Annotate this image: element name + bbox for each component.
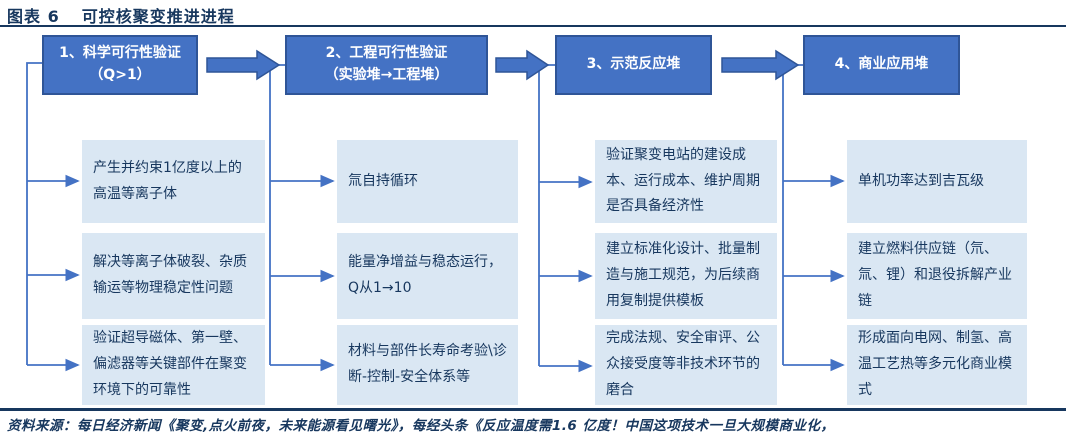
footer-rule bbox=[0, 408, 1066, 411]
figure-label: 图表 6 bbox=[7, 7, 60, 26]
stage-1-item-3-text: 验证超导磁体、第一壁、偏滤器等关键部件在聚变环境下的可靠性 bbox=[93, 330, 247, 398]
stage-header-2-line1: 2、工程可行性验证 bbox=[325, 45, 448, 62]
stage-header-1-line2: （Q>1） bbox=[89, 67, 151, 83]
stage-3-item-1-text: 验证聚变电站的建设成本、运行成本、维护周期是否具备经济性 bbox=[606, 146, 760, 215]
stage-2-item-2: 能量净增益与稳态运行，Q从1→10 bbox=[337, 233, 518, 319]
stage-header-2: 2、工程可行性验证 （实验堆→工程堆） bbox=[285, 35, 488, 95]
stage-3-item-2: 建立标准化设计、批量制造与施工规范，为后续商用复制提供模板 bbox=[595, 233, 777, 319]
stage-3-item-3: 完成法规、安全审评、公众接受度等非技术环节的磨合 bbox=[595, 325, 777, 405]
branch-tree-stage-1 bbox=[26, 62, 80, 372]
stage-4-item-3: 形成面向电网、制氢、高温工艺热等多元化商业模式 bbox=[847, 325, 1027, 405]
stage-1-item-1-text: 产生并约束1亿度以上的高温等离子体 bbox=[93, 159, 242, 202]
stage-4-item-1-text: 单机功率达到吉瓦级 bbox=[858, 172, 984, 189]
stage-4-item-3-text: 形成面向电网、制氢、高温工艺热等多元化商业模式 bbox=[858, 330, 1012, 398]
stage-header-3: 3、示范反应堆 bbox=[555, 35, 712, 95]
title-underline bbox=[0, 25, 1066, 27]
stage-flow-arrow-3 bbox=[721, 49, 800, 81]
stage-4-item-1: 单机功率达到吉瓦级 bbox=[847, 140, 1027, 223]
stage-2-item-3: 材料与部件长寿命考验\诊断-控制-安全体系等 bbox=[337, 325, 518, 405]
figure-title: 图表 6 可控核聚变推进进程 bbox=[7, 3, 235, 27]
stage-header-1: 1、科学可行性验证 （Q>1） bbox=[42, 35, 198, 95]
stage-4-item-2-text: 建立燃料供应链（氘、氚、锂）和退役拆解产业链 bbox=[858, 241, 1012, 309]
stage-1-item-1: 产生并约束1亿度以上的高温等离子体 bbox=[82, 140, 265, 223]
figure-title-text: 可控核聚变推进进程 bbox=[81, 7, 235, 26]
stage-2-item-2-text: 能量净增益与稳态运行，Q从1→10 bbox=[348, 254, 502, 296]
branch-tree-stage-3 bbox=[538, 64, 593, 373]
stage-flow-arrow-1 bbox=[206, 49, 281, 81]
stage-1-item-2: 解决等离子体破裂、杂质输运等物理稳定性问题 bbox=[82, 233, 265, 319]
stage-header-1-line1: 1、科学可行性验证 bbox=[59, 45, 181, 62]
branch-tree-stage-2 bbox=[269, 64, 335, 372]
stage-header-2-line2: （实验堆→工程堆） bbox=[324, 67, 449, 83]
stage-header-4: 4、商业应用堆 bbox=[803, 35, 960, 95]
stage-2-item-1-text: 氚自持循环 bbox=[348, 172, 418, 189]
stage-2-item-1: 氚自持循环 bbox=[337, 140, 518, 223]
source-note: 资料来源：每日经济新闻《聚变,点火前夜，未来能源看见曙光》，每经头条《反应温度需… bbox=[7, 418, 835, 434]
stage-1-item-3: 验证超导磁体、第一壁、偏滤器等关键部件在聚变环境下的可靠性 bbox=[82, 325, 265, 405]
stage-header-4-line1: 4、商业应用堆 bbox=[834, 56, 929, 73]
branch-tree-stage-4 bbox=[782, 64, 845, 372]
stage-3-item-3-text: 完成法规、安全审评、公众接受度等非技术环节的磨合 bbox=[606, 330, 760, 398]
stage-flow-arrow-2 bbox=[495, 49, 550, 81]
stage-4-item-2: 建立燃料供应链（氘、氚、锂）和退役拆解产业链 bbox=[847, 233, 1027, 319]
stage-1-item-2-text: 解决等离子体破裂、杂质输运等物理稳定性问题 bbox=[93, 254, 247, 296]
stage-header-3-line1: 3、示范反应堆 bbox=[586, 56, 681, 73]
stage-2-item-3-text: 材料与部件长寿命考验\诊断-控制-安全体系等 bbox=[348, 343, 507, 385]
stage-3-item-1: 验证聚变电站的建设成本、运行成本、维护周期是否具备经济性 bbox=[595, 140, 777, 223]
stage-3-item-2-text: 建立标准化设计、批量制造与施工规范，为后续商用复制提供模板 bbox=[606, 241, 760, 309]
